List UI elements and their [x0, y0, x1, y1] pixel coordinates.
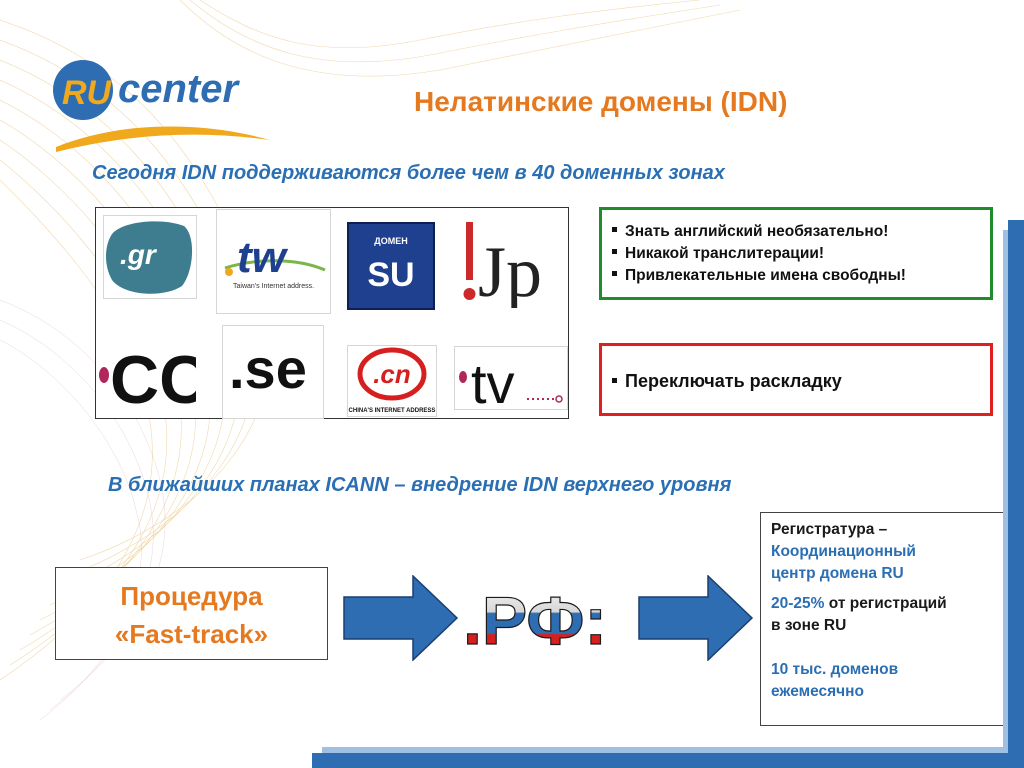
benefit-item: Никакой транслитерации! — [612, 243, 980, 265]
tw-zone-logo: tw Taiwan's Internet address. — [216, 209, 331, 314]
tw-caption: Taiwan's Internet address. — [233, 283, 314, 290]
benefit-item: Знать английский необязательно! — [612, 221, 980, 243]
cc-label: CC — [110, 342, 196, 417]
se-label: .se — [229, 337, 307, 400]
drawback-text: Переключать раскладку — [625, 371, 842, 391]
cn-caption: CHINA'S INTERNET ADDRESS — [349, 408, 436, 414]
registry-name-line1: Координационный — [771, 543, 916, 560]
procedure-line1: Процедура — [120, 581, 263, 611]
bullet-square-icon — [612, 249, 617, 255]
benefit-text: Привлекательные имена свободны! — [625, 267, 906, 284]
logo-ru-text: RU — [62, 74, 113, 112]
gr-label: .gr — [120, 239, 158, 270]
registry-share-line: 20-25% от регистраций — [771, 593, 997, 615]
arrow-right-icon — [343, 575, 459, 661]
su-top-label: ДОМЕН — [374, 236, 407, 246]
registry-share-percent: 20-25% — [771, 595, 825, 612]
bullet-square-icon — [612, 227, 617, 233]
ru-center-logo: RU center — [48, 52, 278, 162]
cn-label: .cn — [373, 359, 411, 389]
su-zone-logo: ДОМЕН SU — [347, 222, 435, 310]
registry-info-box: Регистратура – Координационный центр дом… — [760, 512, 1008, 726]
right-accent-band-light — [1003, 230, 1008, 760]
jp-zone-logo: Jp — [458, 214, 558, 308]
tv-zone-logo: tv — [454, 346, 568, 410]
bottom-accent-band-light — [322, 747, 1008, 753]
right-accent-band — [1008, 220, 1024, 768]
logo-center-text: center — [118, 67, 240, 111]
registry-monthly-line2: ежемесячно — [771, 683, 864, 700]
su-label: SU — [367, 256, 414, 294]
zone-logos-panel: .gr tw Taiwan's Internet address. ДОМЕН … — [95, 207, 569, 419]
arrow-right-icon — [638, 575, 754, 661]
subtitle-icann-plans: В ближайших планах ICANN – внедрение IDN… — [108, 474, 732, 496]
benefit-text: Никакой транслитерации! — [625, 245, 825, 262]
benefit-item: Привлекательные имена свободны! — [612, 265, 980, 287]
benefits-box: Знать английский необязательно! Никакой … — [599, 207, 993, 300]
fast-track-procedure-box: Процедура «Fast-track» — [55, 567, 328, 660]
drawback-box: Переключать раскладку — [599, 343, 993, 416]
procedure-line2: «Fast-track» — [114, 619, 269, 649]
registry-share-zone: в зоне RU — [771, 617, 847, 634]
bullet-square-icon — [612, 377, 617, 383]
bullet-square-icon — [612, 271, 617, 277]
tv-label: tv — [471, 352, 515, 409]
cc-zone-logo: CC — [96, 331, 196, 417]
registry-name-line2: центр домена RU — [771, 565, 904, 582]
bottom-accent-band — [312, 753, 1024, 768]
registry-share-text: от регистраций — [824, 595, 947, 612]
tw-label: tw — [237, 233, 289, 282]
jp-label: Jp — [478, 232, 542, 308]
se-zone-logo: .se — [222, 325, 324, 419]
drawback-item: Переключать раскладку — [612, 371, 980, 392]
gr-zone-logo: .gr — [103, 215, 197, 299]
rf-domain-logo: .РФ: — [463, 582, 608, 656]
registry-monthly-line1: 10 тыс. доменов — [771, 661, 899, 678]
slide-title: Нелатинские домены (IDN) — [414, 86, 788, 117]
registry-label: Регистратура – — [771, 521, 888, 538]
benefit-text: Знать английский необязательно! — [625, 223, 889, 240]
cn-zone-logo: .cn CHINA'S INTERNET ADDRESS — [347, 345, 437, 417]
subtitle-idn-support: Сегодня IDN поддерживаются более чем в 4… — [92, 162, 725, 184]
rf-label: .РФ: — [463, 583, 607, 656]
